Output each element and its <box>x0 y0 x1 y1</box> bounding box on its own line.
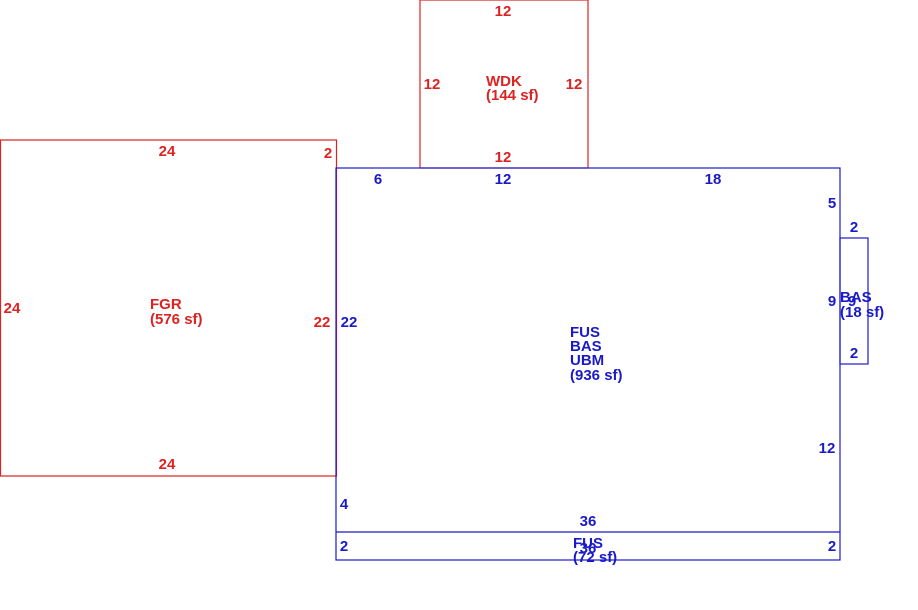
fgr-dim-bottom: 24 <box>159 456 176 473</box>
wdk-dim-bottom: 12 <box>495 149 512 166</box>
wdk-dim-right: 12 <box>566 76 583 93</box>
fgr-dim-right-top: 2 <box>324 145 332 162</box>
main-code-2: BAS <box>570 338 602 355</box>
bay-outline <box>839 237 869 365</box>
main-dim-top-mid: 12 <box>495 171 512 188</box>
wdk-code: WDK <box>486 73 522 90</box>
bay-dim-top: 2 <box>850 219 858 236</box>
main-code-3: UBM <box>570 352 604 369</box>
bay-dim-bottom: 2 <box>850 345 858 362</box>
main-dim-right-bottom: 12 <box>819 440 836 457</box>
bay-dim-overlap: 9 <box>848 293 856 310</box>
porch-area: (72 sf) <box>573 549 617 566</box>
porch-dim-right: 2 <box>828 538 836 555</box>
wdk-dim-left: 12 <box>424 76 441 93</box>
main-area: (936 sf) <box>570 367 623 384</box>
main-dim-top-left: 6 <box>374 171 382 188</box>
fgr-code: FGR <box>150 296 182 313</box>
main-dim-right-mid: 9 <box>828 293 836 310</box>
porch-dim-top: 36 <box>580 513 597 530</box>
wdk-area: (144 sf) <box>486 87 539 104</box>
main-code-1: FUS <box>570 324 600 341</box>
porch-dim-bottom: 36 <box>580 540 597 557</box>
bay-code: BAS <box>840 289 872 306</box>
porch-code: FUS <box>573 535 603 552</box>
fgr-area: (576 sf) <box>150 311 203 328</box>
main-dim-left-bottom: 4 <box>340 496 349 513</box>
main-dim-right-top: 5 <box>828 195 836 212</box>
fgr-dim-left: 24 <box>4 300 21 317</box>
fgr-dim-right: 22 <box>314 314 331 331</box>
bay-area: (18 sf) <box>840 304 884 321</box>
fgr-dim-top: 24 <box>159 143 176 160</box>
main-dim-left: 22 <box>341 314 358 331</box>
main-dim-top-right: 18 <box>705 171 722 188</box>
wdk-dim-top: 12 <box>495 3 512 20</box>
porch-dim-left: 2 <box>340 538 348 555</box>
